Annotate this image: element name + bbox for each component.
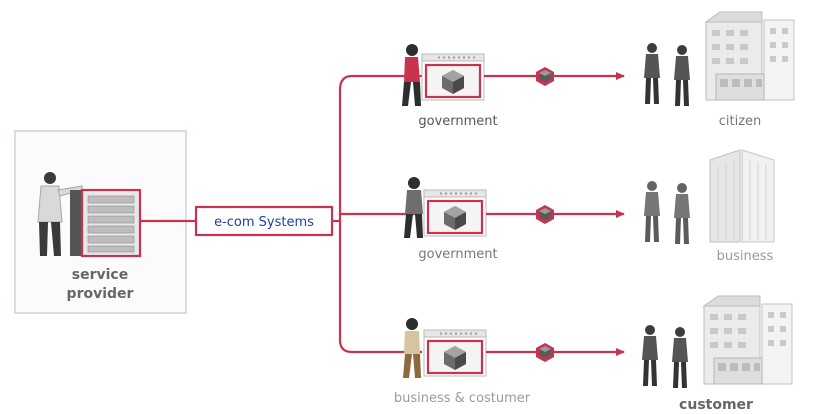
provider-label-line2: provider <box>67 286 134 302</box>
provider-person-icon <box>37 172 83 256</box>
row-1: government citizen <box>352 11 795 129</box>
row-3-person-icon <box>403 318 421 378</box>
row-1-people-icon <box>644 43 690 106</box>
row-3: business & costumer customer <box>352 295 793 413</box>
row-2-person-icon <box>404 177 423 238</box>
row-1-building-icon <box>705 11 795 101</box>
hub-label: e-com Systems <box>214 215 314 230</box>
row-1-source-label: government <box>418 114 497 129</box>
row-2-screen-icon <box>424 190 486 236</box>
row-2-people-icon <box>644 181 690 244</box>
row-3-people-icon <box>642 325 688 388</box>
row-1-target-label: citizen <box>719 114 762 129</box>
row-2-package-icon <box>536 205 554 224</box>
row-3-building-icon <box>703 295 793 385</box>
row-2-source-label: government <box>418 247 497 262</box>
row-1-screen-icon <box>422 54 484 100</box>
row-2: government business <box>340 149 775 264</box>
row-2-tower-icon <box>709 149 775 243</box>
server-rack-icon <box>70 188 142 258</box>
row-2-target-label: business <box>717 249 774 264</box>
row-3-source-label: business & costumer <box>394 391 531 406</box>
row-3-screen-icon <box>424 330 486 376</box>
row-1-package-icon <box>536 67 554 86</box>
row-3-target-label: customer <box>679 397 753 413</box>
ecom-systems-hub: e-com Systems <box>194 205 334 237</box>
provider-label-line1: service <box>72 267 128 283</box>
row-1-person-icon <box>402 44 421 106</box>
row-3-package-icon <box>536 343 554 362</box>
